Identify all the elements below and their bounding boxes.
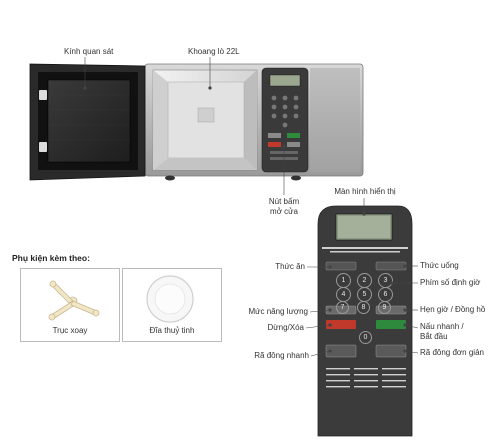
panel-key-6: 6	[378, 287, 393, 302]
door-window-glass	[47, 79, 131, 163]
panel-label-timer-clock: Hẹn giờ / Đồng hồ	[420, 305, 486, 314]
panel-key-7: 7	[336, 301, 349, 314]
turntable-ring-icon	[48, 280, 100, 321]
microwave-illustration	[29, 63, 364, 181]
panel-label-food: Thức ăn	[275, 262, 305, 271]
panel-key-2: 2	[357, 273, 372, 288]
panel-label-simple-defrost: Rã đông đơn giản	[420, 348, 484, 357]
panel-key-8: 8	[357, 301, 370, 314]
panel-label-quick-defrost: Rã đông nhanh	[254, 351, 309, 360]
accessory-card-glass-plate: Đĩa thuỷ tinh	[122, 268, 222, 342]
display-label: Màn hình hiển thị	[334, 187, 396, 196]
panel-key-5: 5	[357, 287, 372, 302]
panel-key-9: 9	[378, 301, 391, 314]
panel-label-power-level: Mức năng lượng	[248, 307, 308, 316]
panel-key-4: 4	[336, 287, 351, 302]
panel-label-quick-cook-start: Nấu nhanh / Bắt đầu	[420, 322, 464, 341]
window-label: Kính quan sát	[64, 47, 114, 56]
panel-key-0: 0	[359, 331, 372, 344]
glass-plate-icon	[146, 275, 194, 323]
accessory-label: Đĩa thuỷ tinh	[149, 326, 195, 335]
accessory-card-turntable: Trục xoay	[20, 268, 120, 342]
panel-key-1: 1	[336, 273, 351, 288]
panel-label-stop-clear: Dừng/Xóa	[267, 323, 305, 332]
cavity-label: Khoang lò 22L	[188, 47, 240, 56]
panel-key-3: 3	[378, 273, 393, 288]
panel-label-drink: Thức uống	[420, 261, 459, 270]
panel-label-number-keys: Phím số định giờ	[420, 278, 481, 287]
door-button-label: Nút bấm mở cửa	[268, 197, 300, 216]
oven-door	[29, 63, 146, 181]
accessory-label: Trục xoay	[52, 326, 88, 335]
accessories-heading: Phụ kiện kèm theo:	[12, 253, 90, 263]
